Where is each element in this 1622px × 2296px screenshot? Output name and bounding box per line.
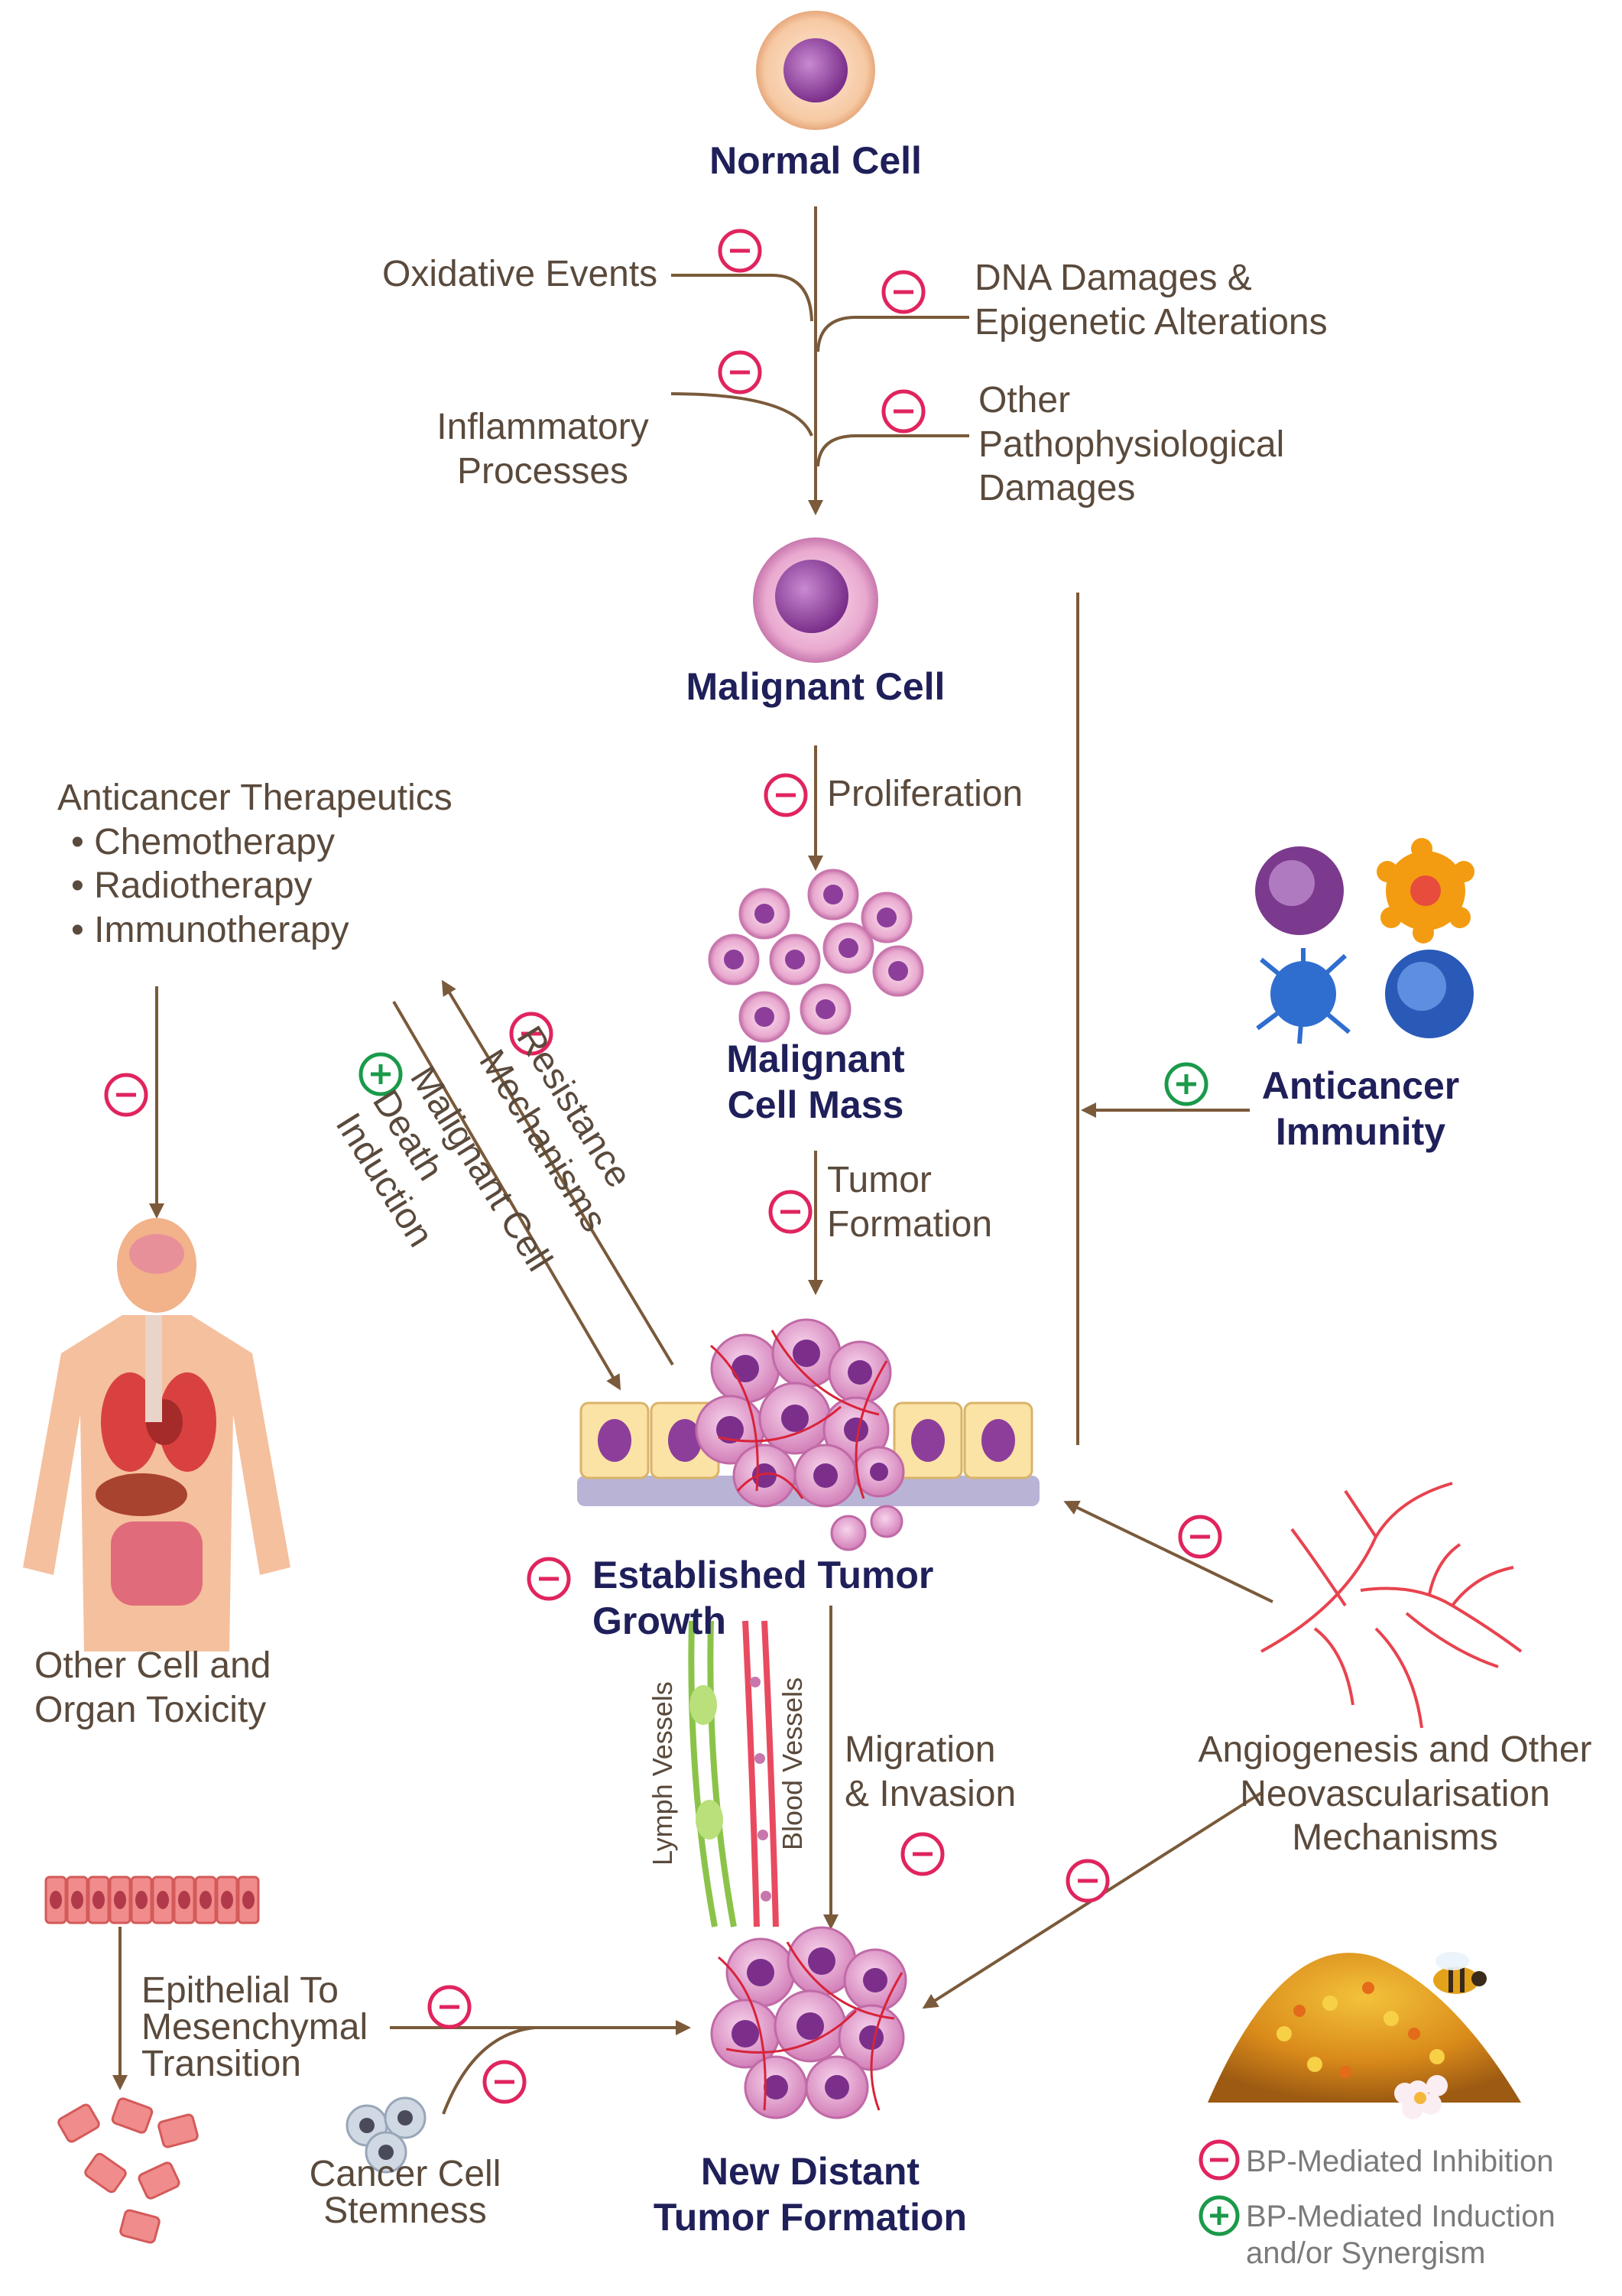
- inhibit-icon: [768, 1190, 813, 1234]
- therapy-item: • Radiotherapy: [71, 865, 313, 907]
- inhibit-badges: [104, 229, 1240, 2181]
- angiogenesis-label: Angiogenesis and Other Neovascularisatio…: [1198, 1729, 1592, 1859]
- arrow-death-induction: [392, 1000, 621, 1391]
- arrow-stemness: [442, 2026, 536, 2115]
- inhibit-icon: [764, 773, 808, 817]
- oxidative-events-label: Oxidative Events: [382, 254, 658, 294]
- arrow-angio-to-established: [1063, 1500, 1273, 1603]
- bee-icon: [1433, 1952, 1487, 1994]
- inhibit-icon: [718, 350, 762, 395]
- angiogenesis-icon: [1260, 1482, 1523, 1729]
- established-tumor-growth-label: Established Tumor Growth: [592, 1554, 934, 1642]
- other-damages-label: Other Pathophysiological Damages: [978, 380, 1285, 509]
- lymph-vessels-label: Lymph Vessels: [647, 1681, 678, 1866]
- inhibit-icon: [900, 1832, 945, 1876]
- inhibit-icon: [1066, 1859, 1110, 1903]
- tumor-formation-label: Tumor Formation: [827, 1160, 993, 1245]
- inhibit-icon: [527, 1557, 571, 1601]
- new-distant-tumor-icon: [710, 1926, 907, 2119]
- normal-cell-icon: [756, 11, 875, 130]
- inhibit-icon: [509, 1012, 553, 1056]
- inhibit-icon: [881, 389, 926, 434]
- stem-cells-icon: [345, 2096, 427, 2174]
- therapeutics-block: Anticancer Therapeutics • Chemotherapy •…: [57, 776, 531, 952]
- connector-lines: [112, 206, 1273, 2115]
- bee-pollen-icon: [1208, 1952, 1521, 2119]
- immune-cells-icon: [1255, 838, 1474, 1044]
- inhibit-icon: [1178, 1515, 1222, 1559]
- branch-dna: [816, 316, 969, 352]
- normal-cell-label: Normal Cell: [709, 139, 922, 182]
- therapy-item-label: Immunotherapy: [94, 909, 349, 950]
- legend-induction-label: BP-Mediated Induction and/or Synergism: [1246, 2200, 1555, 2270]
- therapy-item-label: Radiotherapy: [94, 865, 313, 907]
- malignant-cell-mass-label: Malignant Cell Mass: [726, 1038, 905, 1126]
- therapeutics-title: Anticancer Therapeutics: [57, 778, 453, 818]
- legend-inhibit-icon: [1199, 2139, 1240, 2181]
- dna-damages-label: DNA Damages & Epigenetic Alterations: [975, 258, 1328, 343]
- therapy-item: • Chemotherapy: [71, 821, 335, 862]
- legend-induce-icon: [1199, 2195, 1240, 2236]
- arrow-resistance: [441, 979, 674, 1366]
- organ-toxicity-label: Other Cell and Organ Toxicity: [34, 1645, 271, 1730]
- legend-inhibition-label: BP-Mediated Inhibition: [1246, 2145, 1554, 2178]
- cancer-cell-stemness-label: Cancer Cell Stemness: [309, 2154, 501, 2231]
- mesenchymal-cells-icon: [57, 2097, 199, 2244]
- therapy-item: • Immunotherapy: [71, 909, 349, 950]
- established-tumor-icon: [577, 1318, 1040, 1551]
- induce-icon: [358, 1052, 403, 1096]
- inflammatory-processes-label: Inflammatory Processes: [436, 407, 649, 492]
- human-body-organs-icon: [23, 1218, 290, 1651]
- induce-badges: [358, 1052, 1240, 2236]
- branch-oxidative: [671, 274, 813, 322]
- new-distant-tumor-label: New Distant Tumor Formation: [653, 2150, 968, 2239]
- blood-vessel-icon: [742, 1620, 779, 1927]
- lymph-vessel-icon: [688, 1620, 737, 1927]
- inhibit-icon: [482, 2060, 527, 2104]
- emt-label: Epithelial To Mesenchymal Transition: [141, 1970, 368, 2084]
- migration-invasion-label: Migration & Invasion: [845, 1729, 1017, 1814]
- induce-icon: [1164, 1062, 1208, 1106]
- epithelial-cells-icon: [44, 1875, 260, 1924]
- malignant-cell-icon: [753, 537, 878, 663]
- inhibit-icon: [881, 270, 926, 314]
- blood-vessels-label: Blood Vessels: [777, 1677, 808, 1850]
- branch-inflammatory: [670, 392, 813, 437]
- anticancer-immunity-label: Anticancer Immunity: [1261, 1064, 1460, 1153]
- flower-icon: [1394, 2075, 1448, 2119]
- inhibit-icon: [427, 1985, 472, 2029]
- malignant-cell-mass-icon: [708, 869, 924, 1043]
- malignant-cell-label: Malignant Cell: [686, 665, 946, 708]
- branch-other-damage: [816, 434, 969, 467]
- therapy-item-label: Chemotherapy: [94, 821, 335, 862]
- inhibit-icon: [718, 229, 762, 273]
- inhibit-icon: [104, 1073, 148, 1117]
- proliferation-label: Proliferation: [827, 774, 1023, 814]
